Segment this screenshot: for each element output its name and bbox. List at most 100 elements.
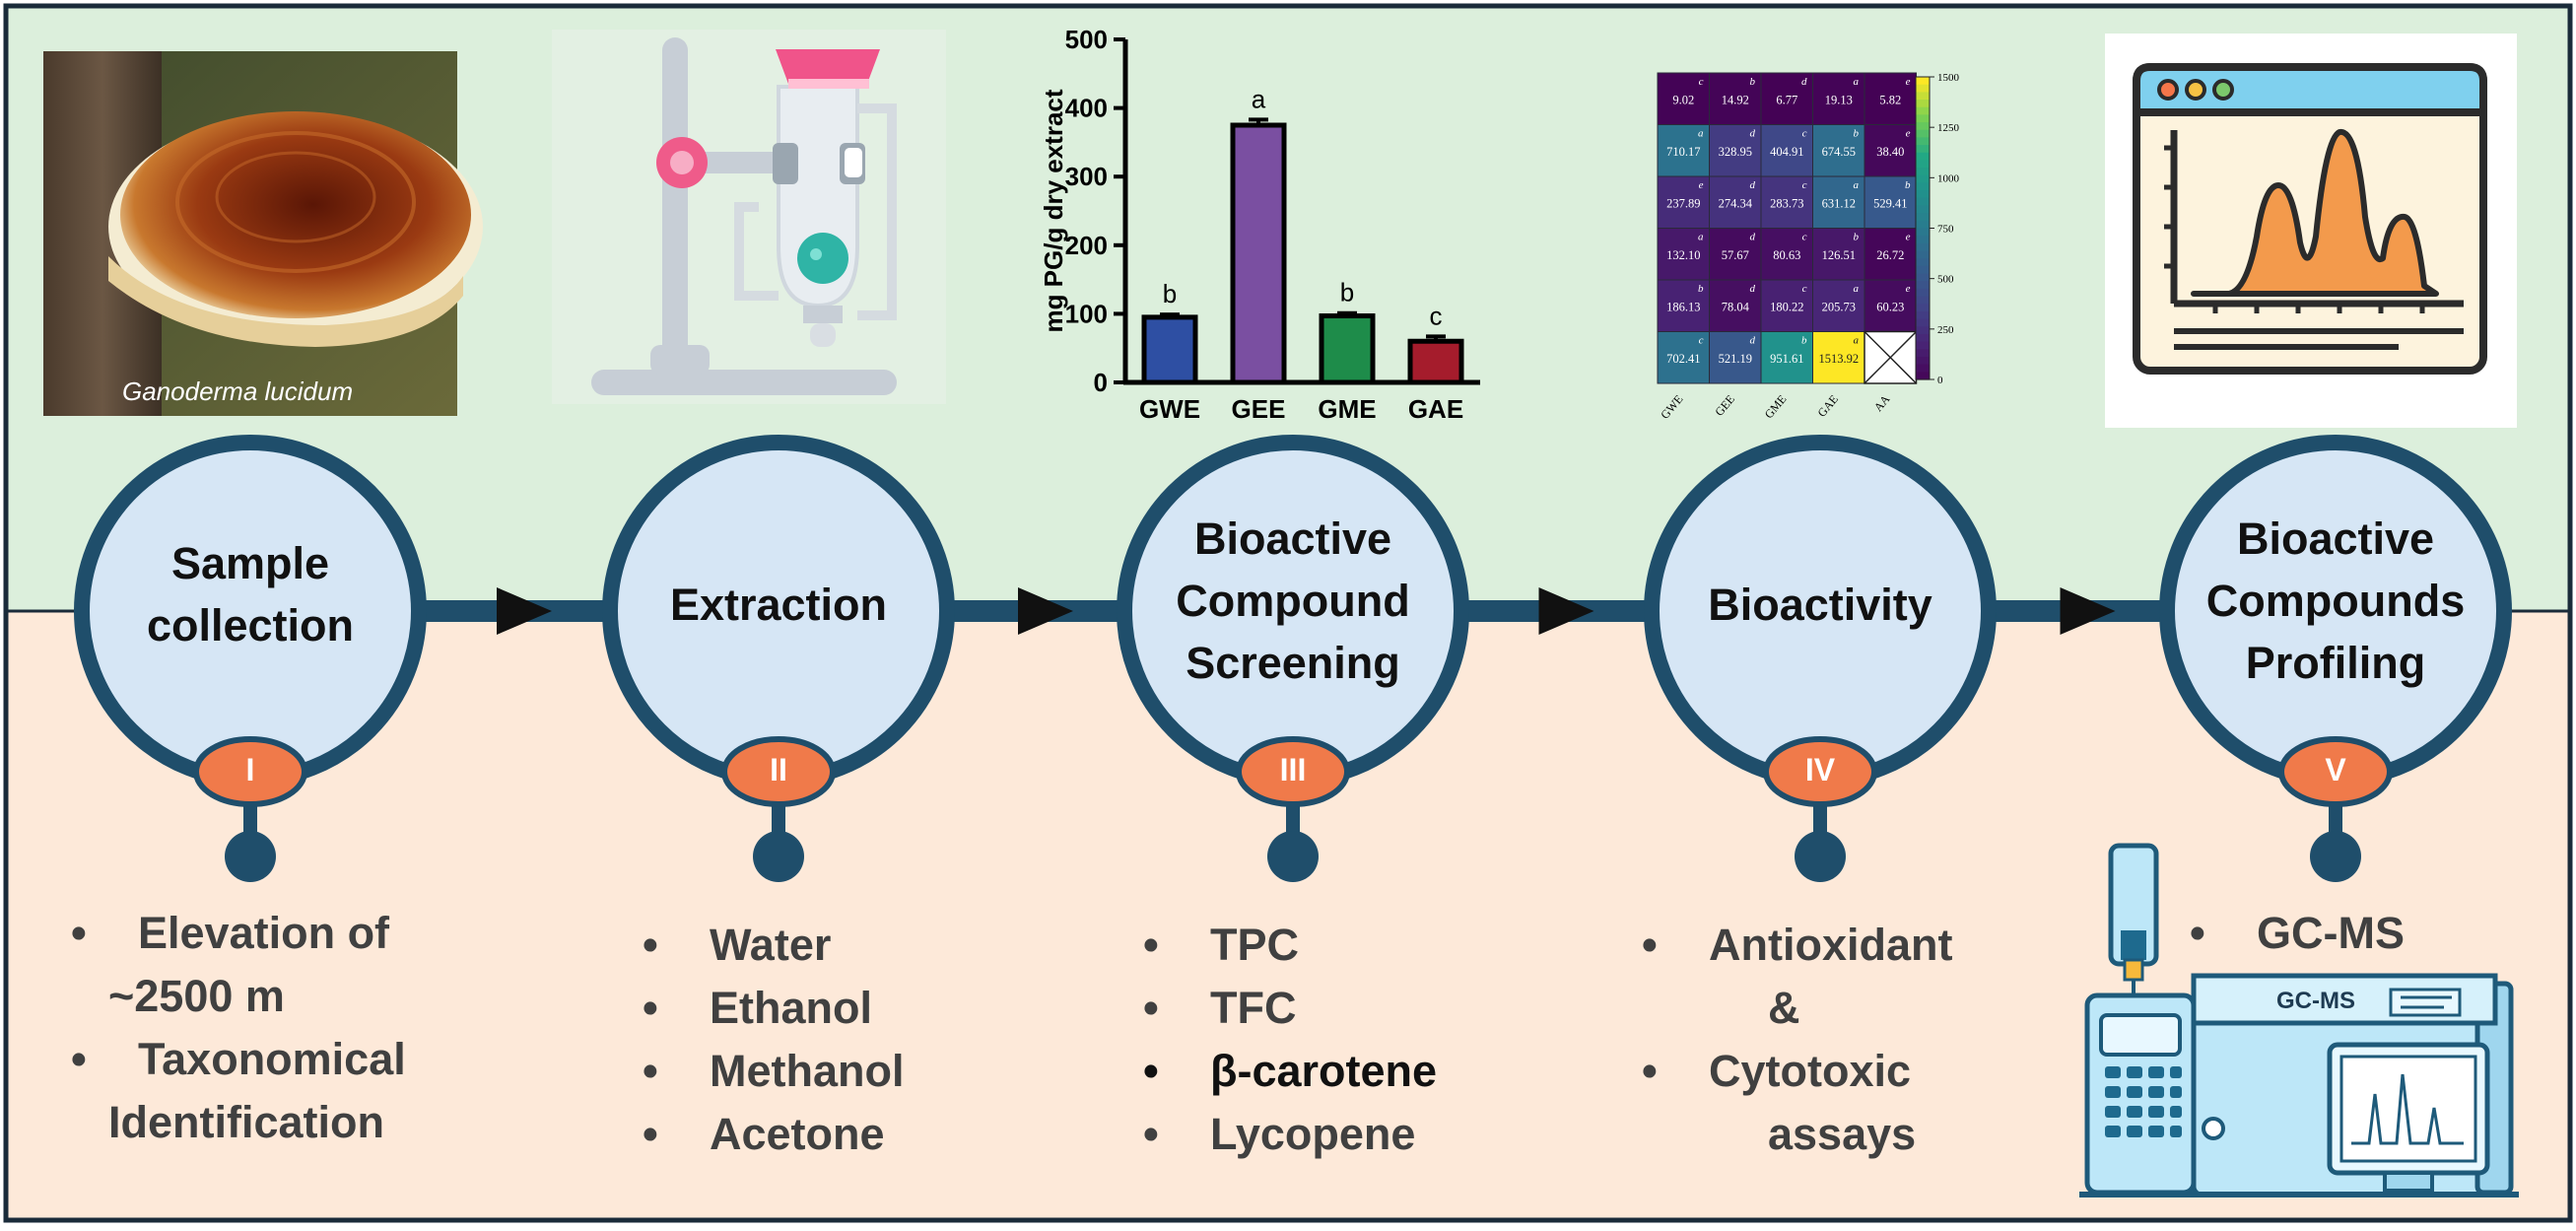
bar-significance-letter: a (1252, 84, 1266, 113)
heatmap-cell-letter: d (1801, 76, 1807, 88)
step-title-line: Sample (170, 538, 330, 588)
heatmap-cell-letter: a (1854, 283, 1860, 295)
heatmap-cell-letter: d (1750, 232, 1756, 243)
colorbar-segment (1916, 265, 1930, 275)
heatmap-cell-value: 6.77 (1776, 93, 1797, 106)
step-bullet-text: & (1768, 983, 1800, 1033)
bar-significance-letter: c (1430, 301, 1443, 330)
heatmap-cell-letter: c (1802, 128, 1807, 140)
heatmap-cell (1709, 331, 1762, 384)
heatmap-cell-value: 328.95 (1719, 145, 1752, 159)
step-badge (2278, 736, 2393, 807)
heatmap-cell (1864, 72, 1917, 125)
heatmap-cell-value: 19.13 (1825, 93, 1853, 106)
heatmap-cell-value: 205.73 (1822, 300, 1856, 313)
bar-x-tick-label: GWE (1139, 394, 1200, 424)
step-badge (1763, 736, 1877, 807)
bar-x-tick-label: GAE (1408, 394, 1463, 424)
step-bullet-text: Identification (108, 1097, 384, 1147)
bar-y-tick-label: 0 (1094, 368, 1108, 397)
heatmap-cell (1657, 331, 1710, 384)
step-circles (74, 435, 2512, 882)
step-knob (2310, 831, 2361, 882)
heatmap-cell (1864, 279, 1917, 332)
colorbar-segment (1916, 288, 1930, 298)
colorbar-segment (1916, 326, 1930, 335)
colorbar-segment (1916, 106, 1930, 115)
heatmap-cell-letter: b (1854, 128, 1860, 140)
colorbar-segment (1916, 364, 1930, 373)
bar-y-tick-label: 500 (1065, 25, 1108, 54)
step-title-line: Bioactive (1193, 513, 1392, 564)
heatmap-cell-letter: b (1750, 76, 1756, 88)
colorbar-tick-label: 1250 (1937, 122, 1960, 134)
heatmap-cell-letter: d (1750, 128, 1756, 140)
step-title-line: Extraction (669, 580, 888, 630)
colorbar-segment (1916, 190, 1930, 199)
flow-arrow-icon (2060, 587, 2116, 635)
bar (1407, 338, 1464, 385)
step-bullet-item: TFC (1143, 977, 1437, 1040)
heatmap-cell-letter: d (1750, 179, 1756, 191)
heatmap-cell-value: 26.72 (1876, 248, 1904, 262)
colorbar-segment (1916, 122, 1930, 131)
heatmap-cell-letter: b (1854, 232, 1860, 243)
instrument-label: GC-MS (2276, 988, 2355, 1014)
step-numeral: IV (1804, 752, 1836, 787)
colorbar-segment (1916, 318, 1930, 327)
heatmap-cell-value: 9.02 (1672, 93, 1694, 106)
bar-x-tick-label: GEE (1232, 394, 1286, 424)
step-connectors (409, 587, 2177, 635)
colorbar-segment (1916, 228, 1930, 237)
heatmap-cell-value: 38.40 (1876, 145, 1904, 159)
colorbar-segment (1916, 250, 1930, 259)
step-bullet-text: Acetone (710, 1109, 885, 1159)
extraction-apparatus-icon (552, 30, 946, 404)
step-bullet-text: GC-MS (2257, 908, 2405, 958)
step-bullet-item: Water (643, 914, 905, 977)
heatmap-cell-letter: d (1750, 283, 1756, 295)
heatmap-cell-value: 80.63 (1773, 248, 1800, 262)
heatmap-cell-letter: b (1905, 179, 1911, 191)
heatmap-cell (1657, 72, 1710, 125)
heatmap-empty-cross (1864, 330, 1918, 384)
heatmap-cell-letter: a (1854, 335, 1860, 347)
step-bullet-text: assays (1768, 1109, 1917, 1159)
chromatogram-window-icon (2105, 34, 2517, 428)
step-title-line: Bioactive (2236, 513, 2435, 564)
step-bullet-list: TPCTFCβ-caroteneLycopene (1143, 914, 1437, 1166)
bar (1141, 314, 1198, 385)
colorbar-segment (1916, 372, 1930, 380)
heatmap-cell (1812, 279, 1865, 332)
bar-y-tick-label: 200 (1065, 231, 1108, 260)
step-bullet-list: GC-MS (2190, 902, 2405, 965)
bar-significance-letter: b (1340, 278, 1354, 308)
step-bullet-item: Lycopene (1143, 1103, 1437, 1166)
colorbar-tick-label: 0 (1937, 375, 1943, 386)
flow-arrow-icon (1018, 587, 1073, 635)
heatmap-cell-letter: a (1854, 179, 1860, 191)
bar-y-axis-label: mg PG/g dry extract (1039, 89, 1068, 332)
heatmap-cell-value: 180.22 (1770, 300, 1803, 313)
step-knob (1267, 831, 1319, 882)
colorbar-segment (1916, 168, 1930, 176)
colorbar-segment (1916, 197, 1930, 207)
step-bullet-text: Taxonomical (138, 1034, 406, 1084)
heatmap-cell-value: 186.13 (1666, 300, 1700, 313)
step-bullet-item: Elevation of~2500 m (71, 902, 406, 1028)
heatmap-cell (1812, 175, 1865, 229)
heatmap-cell-letter: d (1750, 335, 1756, 347)
colorbar-segment (1916, 114, 1930, 123)
step-knob (225, 831, 276, 882)
colorbar-segment (1916, 273, 1930, 282)
step-numeral: III (1279, 752, 1307, 787)
colorbar-tick-label: 500 (1937, 274, 1954, 286)
colorbar-segment (1916, 213, 1930, 222)
heatmap-cell (1760, 124, 1813, 177)
heatmap-cell (1657, 228, 1710, 281)
colorbar-segment (1916, 84, 1930, 93)
colorbar-segment (1916, 296, 1930, 305)
heatmap-cell-value: 631.12 (1822, 196, 1856, 210)
